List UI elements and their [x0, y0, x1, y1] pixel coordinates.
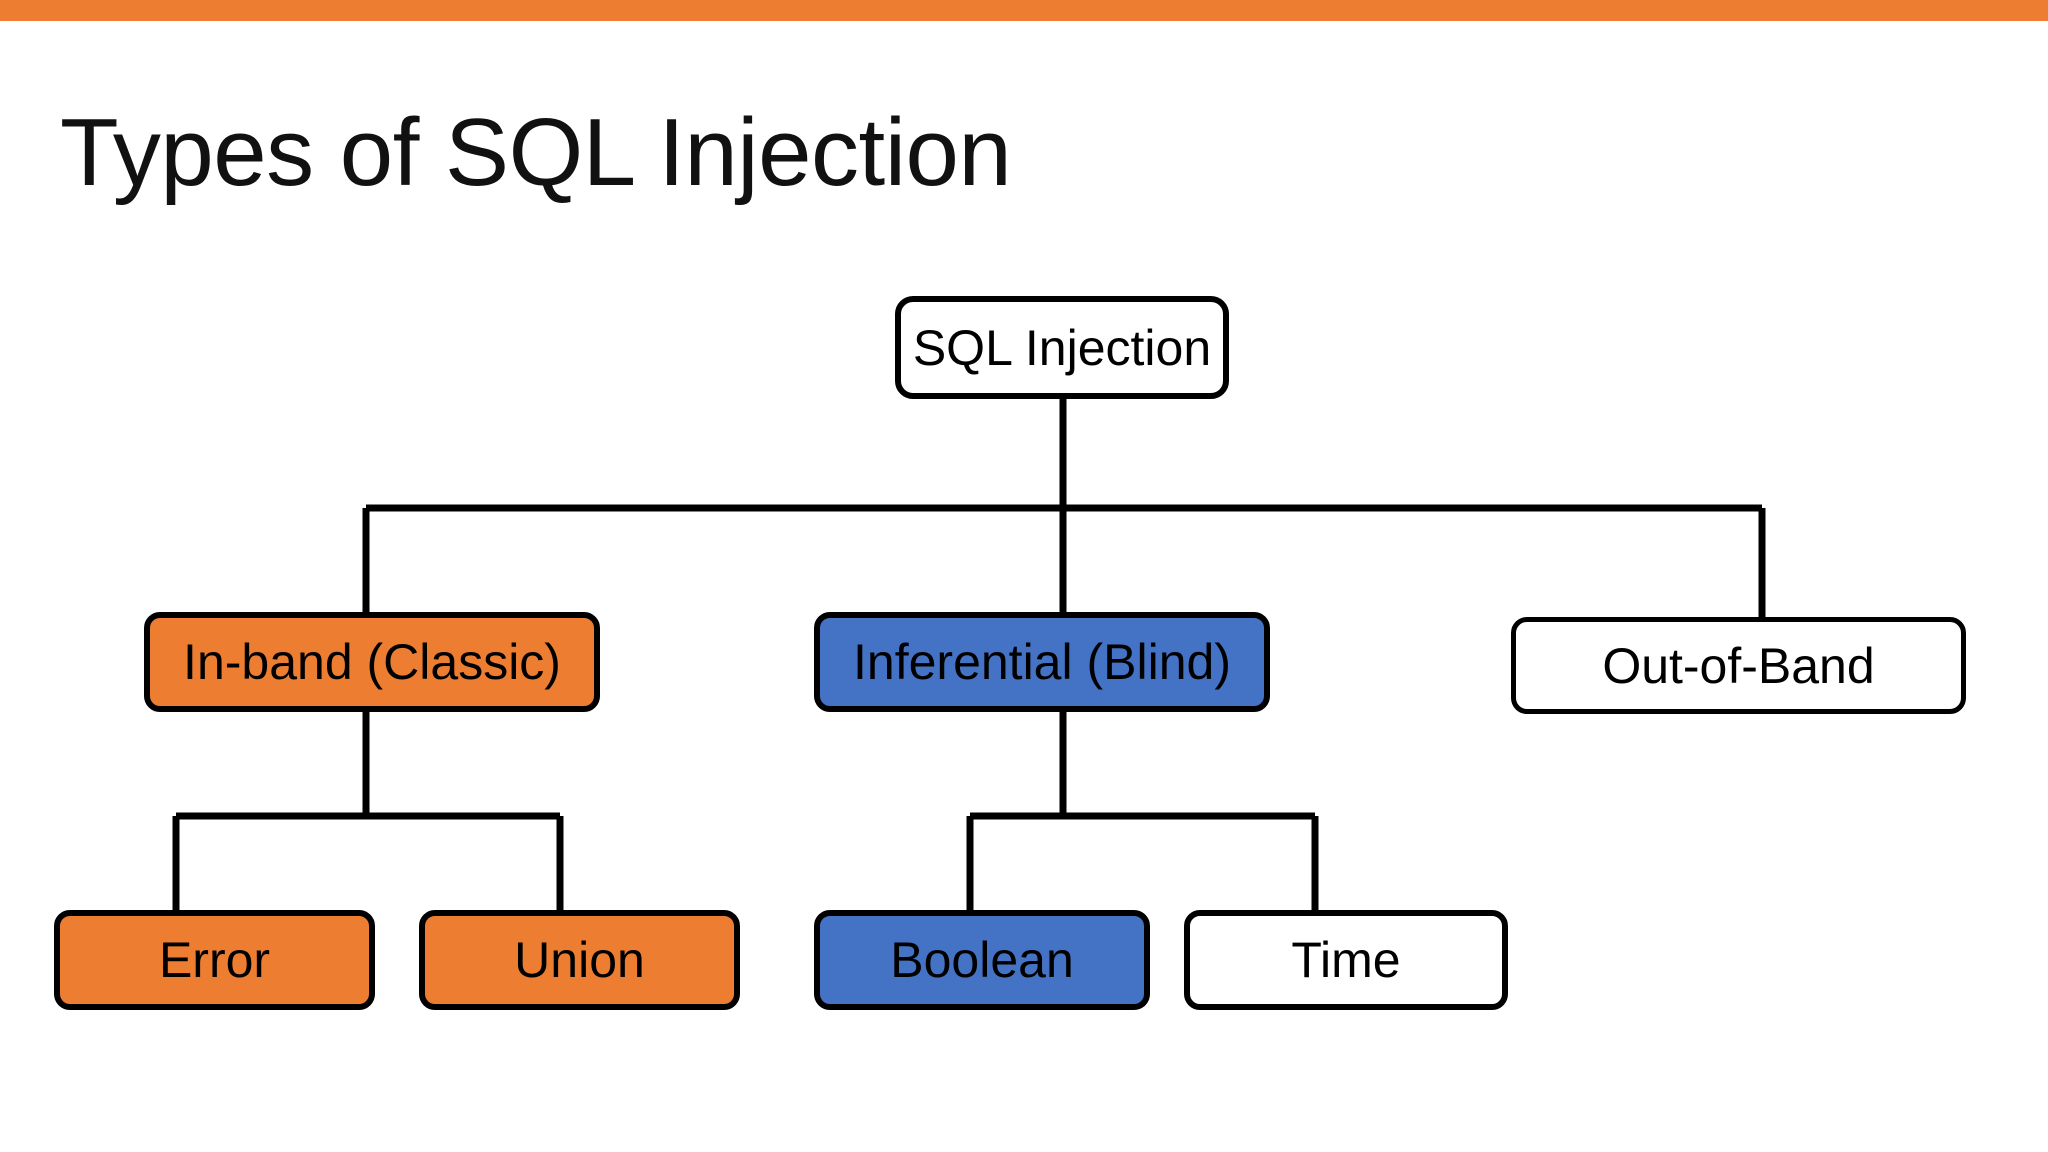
node-time-label: Time	[1291, 932, 1401, 988]
node-out-of-band-label: Out-of-Band	[1602, 637, 1875, 694]
node-sql-injection-label: SQL Injection	[912, 319, 1212, 376]
node-boolean[interactable]: Boolean	[814, 910, 1150, 1010]
node-sql-injection[interactable]: SQL Injection	[895, 296, 1229, 399]
node-time[interactable]: Time	[1184, 910, 1508, 1010]
top-accent-bar	[0, 0, 2048, 21]
node-union[interactable]: Union	[419, 910, 740, 1010]
node-error-label: Error	[158, 932, 271, 988]
node-boolean-label: Boolean	[890, 932, 1074, 988]
node-inferential-blind[interactable]: Inferential (Blind)	[814, 612, 1270, 712]
node-union-label: Union	[514, 932, 645, 988]
node-error[interactable]: Error	[54, 910, 375, 1010]
node-inferential-blind-label: Inferential (Blind)	[853, 634, 1231, 690]
node-in-band-classic-label: In-band (Classic)	[183, 634, 561, 690]
node-out-of-band[interactable]: Out-of-Band	[1511, 617, 1966, 714]
node-in-band-classic[interactable]: In-band (Classic)	[144, 612, 600, 712]
page-title: Types of SQL Injection	[60, 99, 1012, 206]
